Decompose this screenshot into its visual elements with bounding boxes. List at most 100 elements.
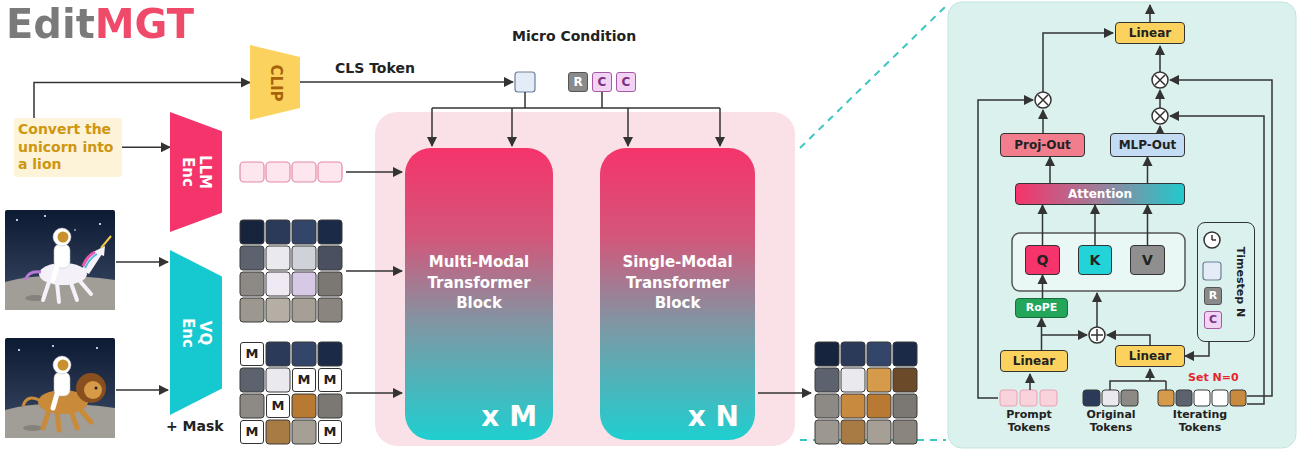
iterating-token <box>1194 390 1210 406</box>
node-text: M <box>324 372 337 388</box>
image-token <box>240 220 264 244</box>
node-text: CLIP <box>266 59 283 107</box>
illustration <box>23 398 39 406</box>
node-text: M <box>324 424 337 440</box>
encoder-shape <box>170 250 222 415</box>
clock-icon <box>1204 232 1220 248</box>
illustration <box>58 232 69 243</box>
image-token <box>292 342 316 366</box>
illustration <box>53 228 71 246</box>
image-token <box>266 220 290 244</box>
illustration <box>16 219 18 221</box>
illustration <box>5 210 115 310</box>
illustration <box>53 356 71 374</box>
label: Original Tokens <box>1074 408 1148 434</box>
mask-token: M <box>318 368 342 392</box>
image-token <box>266 342 290 366</box>
image-token <box>893 342 917 366</box>
clip-encoder: CLIP <box>250 45 300 120</box>
multiply-symbol <box>1035 92 1051 108</box>
node-text: V <box>1142 252 1153 269</box>
wire <box>1159 90 1161 108</box>
wire <box>116 389 168 391</box>
illustration <box>96 347 98 349</box>
connector <box>1147 205 1149 245</box>
wire <box>431 108 433 146</box>
wire <box>300 81 513 83</box>
node-text: C <box>622 75 631 89</box>
image-token <box>867 342 891 366</box>
connector <box>1147 157 1149 183</box>
node-text: Q <box>1037 252 1049 269</box>
clock-icon <box>1212 235 1216 240</box>
wire <box>1043 33 1113 92</box>
text-token <box>318 162 342 182</box>
node-text: x M <box>481 400 537 434</box>
connector <box>1042 275 1044 298</box>
node-text: Linear <box>1129 349 1171 363</box>
iterating-token <box>1230 390 1246 406</box>
mask-token: M <box>240 342 264 366</box>
node-text: Attention <box>1068 187 1132 201</box>
multiply-symbol <box>1155 75 1165 85</box>
connector <box>1185 342 1209 356</box>
prompt-text: Convert the unicorn into a lion <box>14 118 122 177</box>
illustration <box>84 381 102 399</box>
multiply-symbol <box>1152 108 1168 124</box>
connector <box>1094 205 1096 245</box>
illustration <box>53 266 57 280</box>
image-token <box>266 246 290 270</box>
prompt-token <box>1020 390 1037 406</box>
image-token <box>893 368 917 392</box>
image-token <box>266 298 290 322</box>
illustration <box>76 373 106 403</box>
iterating-token <box>1158 390 1174 406</box>
node-text: M <box>246 346 259 362</box>
linear-layer: Linear <box>1000 350 1068 372</box>
text-token <box>292 162 316 182</box>
wire <box>1096 293 1098 327</box>
wire <box>1165 381 1167 390</box>
node-text: C <box>598 75 607 89</box>
image-token <box>292 272 316 296</box>
mask-token: M <box>240 420 264 444</box>
node-text: C <box>1209 313 1217 326</box>
image-token <box>815 420 839 444</box>
wire <box>346 171 402 173</box>
illustration <box>99 223 101 225</box>
connector <box>122 147 170 149</box>
illustration <box>44 215 46 217</box>
node-text: Single-Modal Transformer Block <box>608 252 747 313</box>
linear-layer: Linear <box>1115 22 1185 44</box>
add-symbol <box>1089 327 1105 343</box>
prompt-token <box>1000 390 1017 406</box>
wire <box>1110 381 1166 390</box>
original-token <box>1102 390 1119 406</box>
image-token <box>318 298 342 322</box>
node-text: Proj-Out <box>1014 138 1071 152</box>
label: CLS Token <box>335 60 415 77</box>
image-token <box>841 420 865 444</box>
illustration <box>101 236 111 248</box>
image-token <box>240 246 264 270</box>
image-token <box>318 394 342 418</box>
label: + Mask <box>166 418 224 435</box>
target-image <box>5 338 115 438</box>
wire <box>627 108 629 146</box>
image-token <box>292 394 316 418</box>
image-token <box>893 394 917 418</box>
image-token <box>240 394 264 418</box>
wire <box>346 392 402 394</box>
illustration <box>53 394 57 408</box>
mask-token: M <box>266 394 290 418</box>
node-text: M <box>298 372 311 388</box>
wire <box>758 392 811 394</box>
transformer-block: Single-Modal Transformer Blockx N <box>600 148 755 440</box>
illustration <box>74 229 76 231</box>
illustration <box>43 280 91 302</box>
wire <box>1170 80 1272 396</box>
image-token <box>318 220 342 244</box>
illustration <box>18 349 20 351</box>
node-text: R <box>573 75 582 89</box>
